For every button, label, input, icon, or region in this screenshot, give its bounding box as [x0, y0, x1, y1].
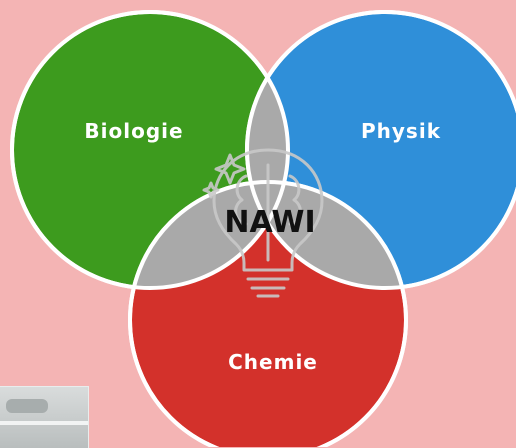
center-label: NAWI: [224, 205, 315, 240]
label-physik: Physik: [361, 119, 441, 143]
brain-lightbulb-icon: [202, 148, 324, 298]
photo-thumbnail: [0, 386, 89, 448]
thumbnail-stripe: [0, 421, 88, 425]
overlap-regions: [130, 12, 406, 288]
thumbnail-shape: [6, 399, 48, 413]
label-chemie: Chemie: [228, 350, 318, 374]
label-biologie: Biologie: [84, 119, 183, 143]
